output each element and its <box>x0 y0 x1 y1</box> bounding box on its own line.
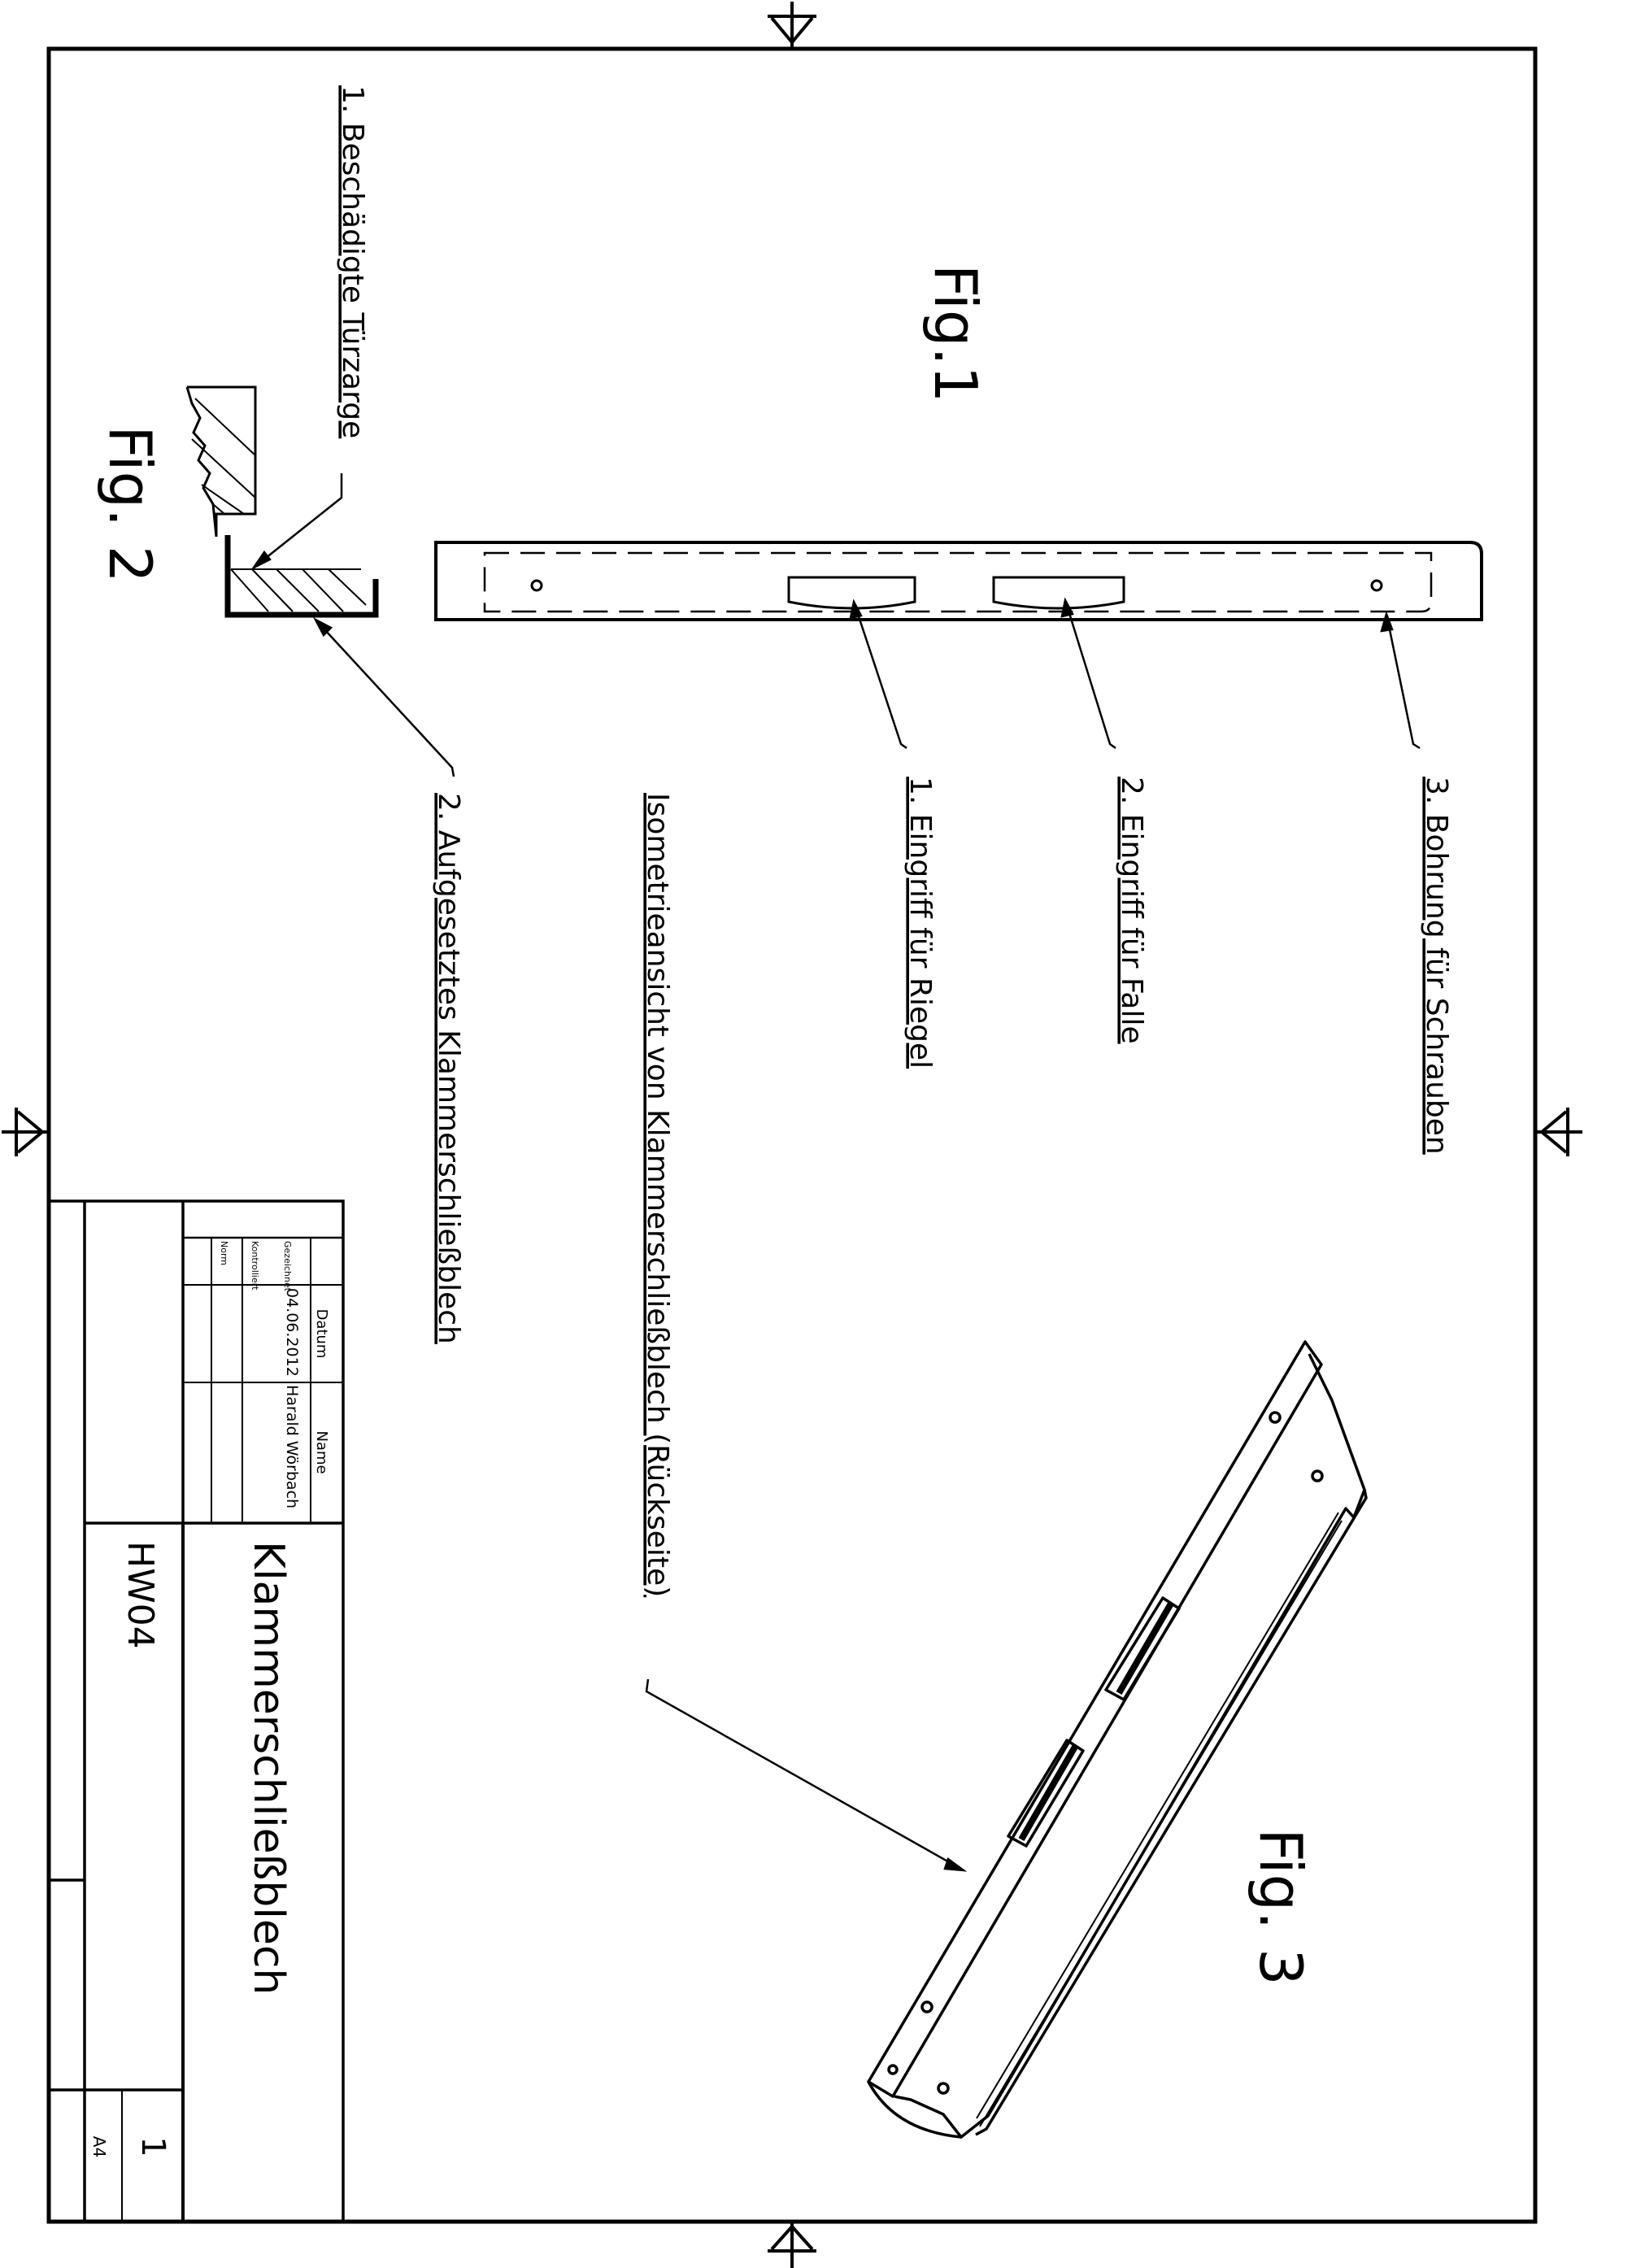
fig1-screw-hole <box>1372 581 1382 590</box>
figure-2-label: Fig. 2 <box>96 425 164 582</box>
fig3-screw-hole <box>1312 1471 1322 1481</box>
figure-1-label: Fig.1 <box>921 264 990 403</box>
drawing-title: Klammerschließblech <box>244 1541 293 1995</box>
callout-isometric-view: Isometrieansicht von Klammerschließblech… <box>641 793 674 1597</box>
fig3-screw-hole <box>1270 1413 1280 1422</box>
title-block-name-header: Name <box>313 1430 330 1474</box>
title-block-gezeichnet-name: Harald Wörbach <box>283 1385 301 1508</box>
centering-mark-bottom <box>768 2223 816 2268</box>
fig3-screw-hole <box>889 2066 897 2074</box>
title-block-datum-header: Datum <box>313 1309 330 1359</box>
title-block-gezeichnet-datum: 04.06.2012 <box>283 1288 301 1377</box>
sheet-number: 1 <box>134 2136 172 2157</box>
fig3-screw-hole <box>938 2083 948 2093</box>
fig2-leaders <box>254 473 454 777</box>
figure-3-label: Fig. 3 <box>1247 1828 1315 1985</box>
fig1-screw-hole <box>532 581 542 590</box>
fig1-leaders <box>851 600 1420 748</box>
centering-mark-left <box>2 1108 47 1156</box>
iso-leader <box>646 1679 964 1870</box>
drawing-number: HW04 <box>120 1541 161 1649</box>
callout-falle: 2. Eingriff für Falle <box>1115 777 1148 1044</box>
title-block-kontrolliert-label: Kontrolliert <box>250 1241 260 1291</box>
fig3-screw-hole <box>922 2002 932 2012</box>
fig3-isometric-part <box>868 1342 1366 2137</box>
centering-mark-right <box>1537 1108 1582 1156</box>
fig1-strike-plate <box>436 542 1482 620</box>
fig1-recess-falle <box>994 577 1124 608</box>
callout-klammerschliessblech: 2. Aufgesetztes Klammerschließblech <box>432 793 465 1344</box>
fig2-clamp-plate <box>228 535 376 615</box>
callout-riegel: 1. Eingriff für Riegel <box>903 777 937 1069</box>
fig1-recess-riegel <box>789 577 915 608</box>
title-block-norm-label: Norm <box>219 1241 229 1265</box>
title-block-gezeichnet-label: Gezeichnet <box>282 1241 293 1292</box>
centering-mark-top <box>768 2 816 47</box>
callout-bohrung: 3. Bohrung für Schrauben <box>1420 777 1453 1155</box>
callout-tuerzarge: 1. Beschädigte Türzarge <box>336 85 369 438</box>
sheet-format: A4 <box>89 2136 109 2157</box>
